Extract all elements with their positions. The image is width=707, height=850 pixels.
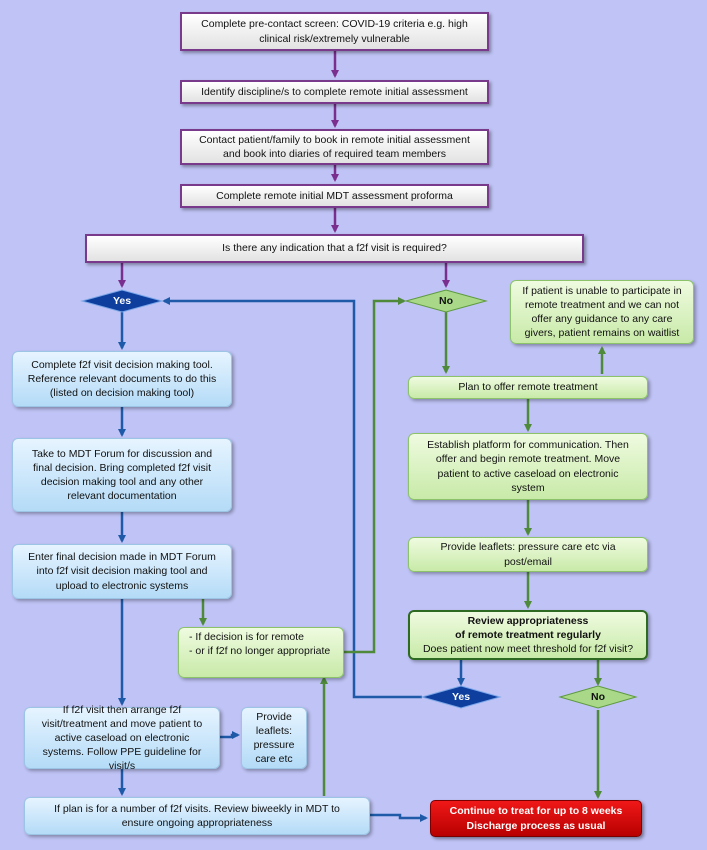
platform-box: Establish platform for communication. Th… [408,433,648,500]
no-label-1: No [439,295,453,307]
leaflets-right-box: Provide leaflets: pressure care etc via … [408,537,648,572]
arrange-f2f-box: If f2f visit then arrange f2f visit/trea… [24,704,220,772]
review-line-3: Does patient now meet threshold for f2f … [422,643,634,656]
question-box: Is there any indication that a f2f visit… [85,234,584,263]
no-diamond-1 [404,289,488,313]
contact-box: Contact patient/family to book in remote… [180,129,489,165]
identify-box: Identify discipline/s to complete remote… [180,80,489,104]
link-biweekly-to-continue [370,813,428,822]
link-remote-to-no1 [344,297,406,654]
yes-diamond-1 [80,289,164,313]
review-line-1: Review appropriateness [467,614,589,627]
yes-diamond-2 [420,685,502,709]
yes-label-1: Yes [112,295,132,307]
link-arrange-to-leaflets [220,731,240,739]
mdt-forum-box: Take to MDT Forum for discussion and fin… [12,438,232,512]
leaflets-left-box: Provide leaflets: pressure care etc [241,707,307,769]
remote-decision-line-2: - or if f2f no longer appropriate [189,645,331,658]
plan-remote-box: Plan to offer remote treatment [408,376,648,399]
yes-label-2: Yes [451,691,471,703]
enter-decision-box: Enter final decision made in MDT Forum i… [12,544,232,599]
link-yes2-back-to-yes1 [162,297,422,699]
review-line-2: of remote treatment regularly [455,628,601,641]
continue-line-2: Discharge process as usual [466,819,606,832]
remote-decision-box: - If decision is for remote - or if f2f … [178,627,344,678]
continue-line-1: Continue to treat for up to 8 weeks [449,805,623,818]
no-label-2: No [591,691,605,703]
review-box: Review appropriateness of remote treatme… [408,610,648,660]
biweekly-box: If plan is for a number of f2f visits. R… [24,797,370,835]
no-diamond-2 [558,685,638,709]
unable-box: If patient is unable to participate in r… [510,280,694,344]
decision-tool-box: Complete f2f visit decision making tool.… [12,351,232,407]
pre-contact-box: Complete pre-contact screen: COVID-19 cr… [180,12,489,51]
remote-decision-line-1: - If decision is for remote [189,631,304,643]
continue-treat-box: Continue to treat for up to 8 weeks Disc… [430,800,642,837]
proforma-box: Complete remote initial MDT assessment p… [180,184,489,208]
